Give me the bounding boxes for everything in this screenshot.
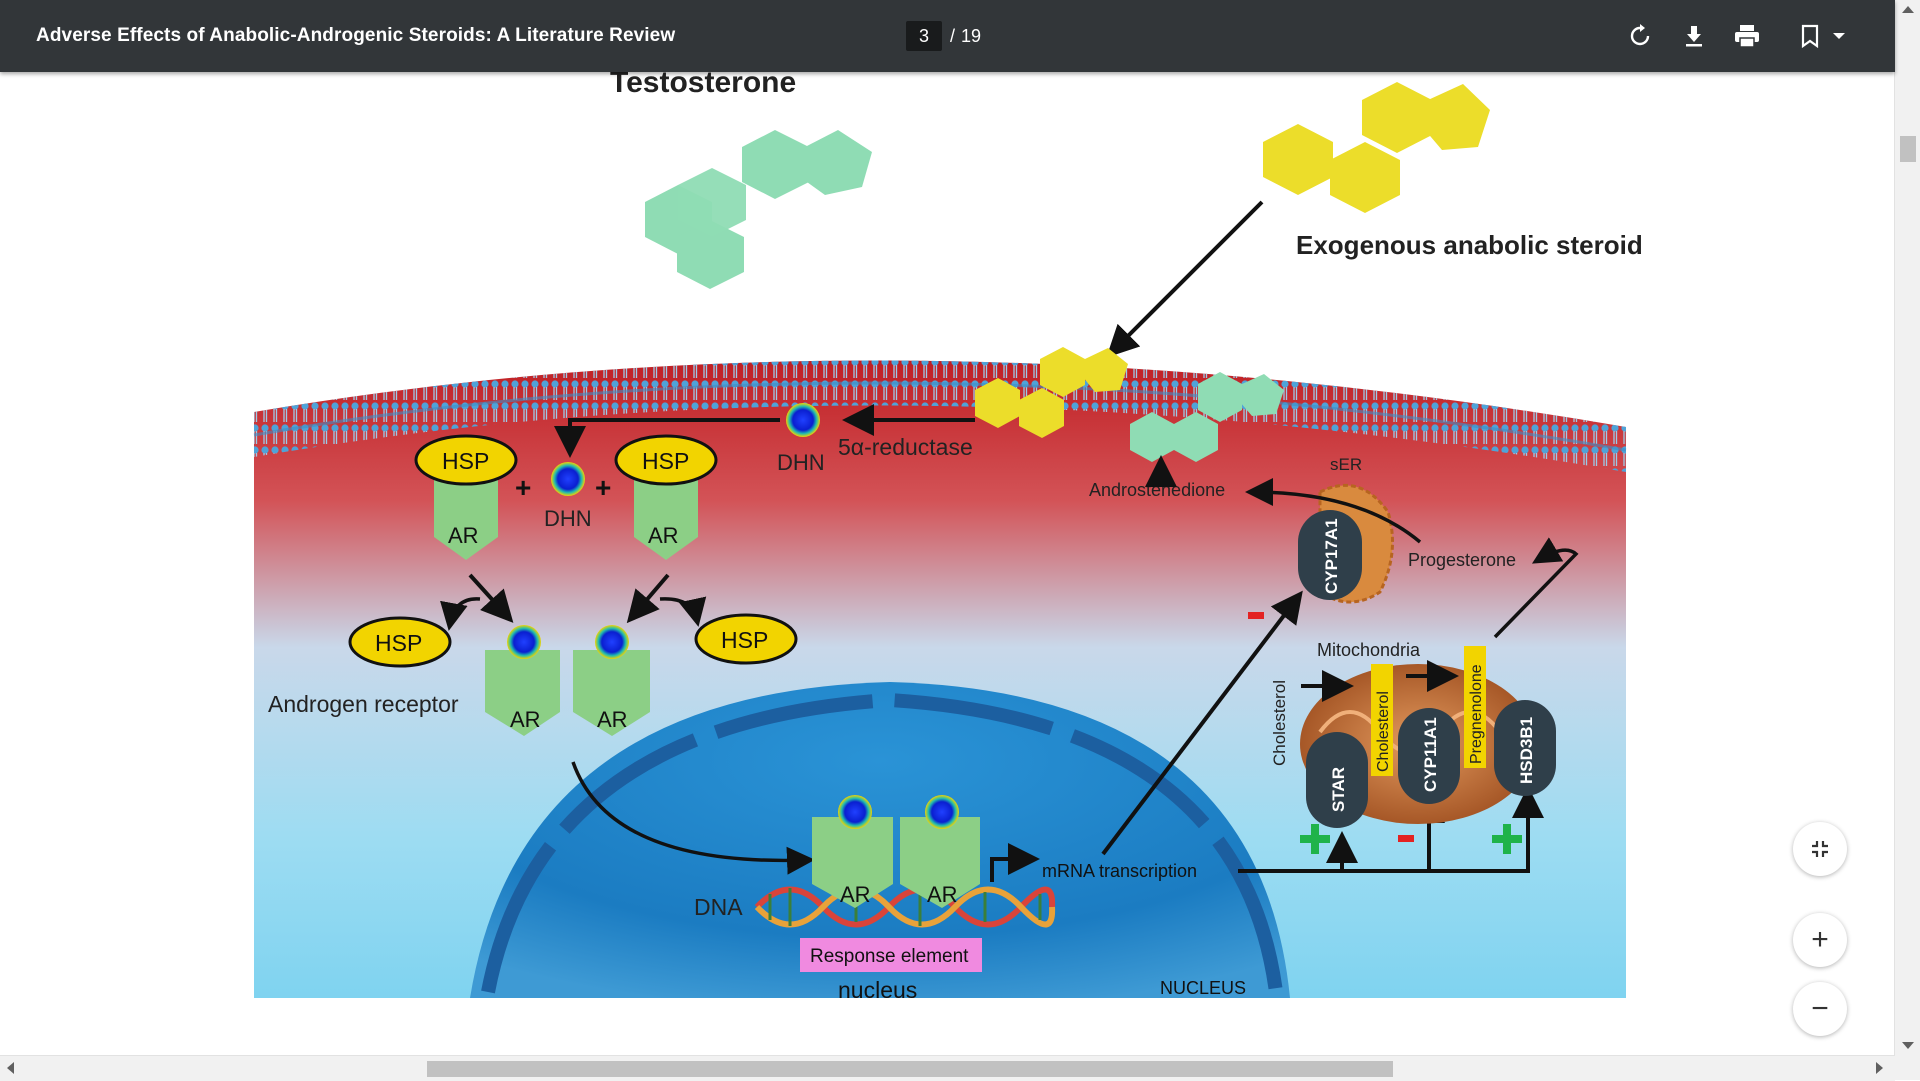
steroid-pathway-figure: Testosterone Exogenous anabolic steroid … — [253, 72, 1643, 1003]
horizontal-scrollbar[interactable] — [0, 1055, 1895, 1081]
dna-label: DNA — [694, 894, 743, 920]
testosterone-molecule — [645, 130, 872, 289]
mitochondria-label: Mitochondria — [1317, 640, 1421, 660]
scroll-left-icon[interactable] — [7, 1062, 14, 1074]
inhibit-minus-top — [1248, 612, 1264, 619]
svg-text:HSP: HSP — [375, 630, 422, 656]
document-viewer[interactable]: Testosterone Exogenous anabolic steroid … — [0, 72, 1895, 1055]
hsp-ar-complex-left: HSP AR — [414, 434, 518, 560]
svg-text:HSP: HSP — [642, 448, 689, 474]
cyp11a1-enzyme — [1398, 708, 1460, 804]
hsp-ar-complex-right: HSP AR — [614, 434, 718, 560]
exogenous-steroid-molecule — [1263, 82, 1490, 213]
exogenous-steroid-label: Exogenous anabolic steroid — [1296, 230, 1643, 260]
svg-text:AR: AR — [648, 523, 679, 548]
svg-text:AR: AR — [927, 882, 958, 907]
svg-text:CYP11A1: CYP11A1 — [1421, 717, 1440, 792]
fit-page-icon — [1812, 841, 1828, 857]
plus-right: + — [595, 472, 611, 503]
total-pages: 19 — [961, 25, 982, 46]
zoom-in-button[interactable]: + — [1793, 913, 1847, 967]
nucleus-caps-label: NUCLEUS — [1160, 978, 1246, 998]
star-enzyme — [1306, 732, 1368, 828]
scroll-up-icon[interactable] — [1902, 6, 1914, 13]
androstenedione-label: Androstenedione — [1089, 480, 1225, 500]
membrane-steroid-molecule — [975, 347, 1128, 438]
svg-text:AR: AR — [510, 707, 541, 732]
svg-text:CYP17A1: CYP17A1 — [1322, 518, 1341, 594]
svg-text:AR: AR — [448, 523, 479, 548]
svg-text:AR: AR — [597, 707, 628, 732]
ar-dimer-dna: AR AR — [812, 795, 980, 908]
cyp17a1-enzyme — [1298, 510, 1362, 600]
svg-text:HSP: HSP — [721, 627, 768, 653]
upregulate-plus-hsd3b1 — [1492, 824, 1522, 854]
svg-text:AR: AR — [840, 882, 871, 907]
document-title: Adverse Effects of Anabolic-Androgenic S… — [36, 25, 676, 46]
cholesterol-inner-box — [1371, 664, 1393, 776]
cholesterol-outer-label: Cholesterol — [1270, 680, 1289, 766]
fit-page-button[interactable] — [1793, 822, 1847, 876]
androgen-receptor-label: Androgen receptor — [268, 691, 459, 717]
ser-label: sER — [1330, 455, 1362, 474]
upregulate-plus-star — [1300, 824, 1330, 854]
vertical-scrollbar[interactable] — [1894, 0, 1920, 1055]
bookmark-icon[interactable] — [1794, 20, 1826, 52]
dhn-top-label: DHN — [777, 450, 825, 475]
dhn-mid-label: DHN — [544, 506, 592, 531]
svg-text:Pregnenolone: Pregnenolone — [1468, 664, 1485, 764]
hsd3b1-enzyme — [1494, 700, 1556, 796]
pregnenolone-box — [1464, 646, 1486, 768]
scroll-down-icon[interactable] — [1902, 1042, 1914, 1049]
dhn-mid-molecule — [551, 462, 585, 496]
svg-text:STAR: STAR — [1329, 767, 1348, 812]
svg-text:Cholesterol: Cholesterol — [1375, 691, 1392, 772]
vertical-scroll-thumb[interactable] — [1900, 136, 1916, 162]
nucleus-label: nucleus — [838, 977, 917, 1003]
testosterone-label: Testosterone — [610, 72, 796, 99]
response-element-box — [800, 938, 982, 972]
inhibit-minus-cyp11a1 — [1398, 835, 1414, 842]
chevron-down-icon[interactable] — [1826, 20, 1852, 52]
download-icon[interactable] — [1678, 20, 1710, 52]
svg-text:HSP: HSP — [442, 448, 489, 474]
current-page-input[interactable]: 3 — [906, 21, 942, 51]
hsp-free-left — [348, 616, 452, 668]
mrna-label: mRNA transcription — [1042, 861, 1197, 881]
ar-bound-right: AR — [573, 625, 650, 736]
response-element-label: Response element — [810, 946, 969, 967]
zoom-out-button[interactable]: − — [1793, 982, 1847, 1036]
print-icon[interactable] — [1731, 20, 1763, 52]
ar-bound-left: AR — [485, 625, 560, 736]
cell-membrane — [254, 360, 1626, 472]
plus-left: + — [515, 472, 531, 503]
hsp-free-right — [694, 613, 798, 665]
horizontal-scroll-thumb[interactable] — [427, 1061, 1393, 1077]
reductase-label: 5α-reductase — [838, 434, 973, 460]
androstenedione-molecule — [1130, 372, 1284, 462]
rotate-icon[interactable] — [1624, 20, 1656, 52]
scrollbar-corner — [1895, 1055, 1920, 1080]
page-indicator: 3 / 19 — [906, 21, 981, 51]
pdf-toolbar: Adverse Effects of Anabolic-Androgenic S… — [0, 0, 1895, 72]
progesterone-label: Progesterone — [1408, 550, 1516, 570]
scroll-right-icon[interactable] — [1876, 1062, 1883, 1074]
svg-text:HSD3B1: HSD3B1 — [1517, 717, 1536, 784]
dhn-top-molecule — [786, 403, 820, 437]
page-separator: / — [950, 25, 956, 46]
